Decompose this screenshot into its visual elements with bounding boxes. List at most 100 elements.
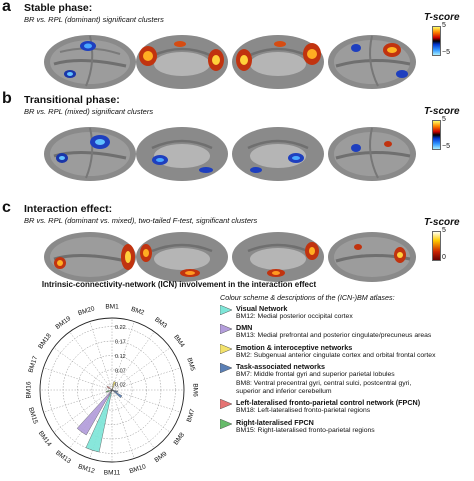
panel-subtitle: BR vs. RPL (mixed) significant clusters: [24, 107, 154, 116]
brain-right-medial: [232, 232, 324, 282]
panel-subtitle: BR vs. RPL (dominant) significant cluste…: [24, 15, 164, 24]
panel-letter: b: [2, 90, 12, 107]
radar-bar-bm12: [85, 389, 113, 453]
colorbar: [432, 26, 441, 56]
brain-views-row: [44, 35, 416, 89]
legend-swatch-triangle-icon: [219, 399, 233, 411]
legend-network-name: Emotion & interoceptive networks: [236, 342, 353, 352]
radar-category-bm17: BM17: [27, 355, 39, 374]
radar-category-bm5: BM5: [185, 357, 196, 372]
legend-description: BM15: Right-lateralised fronto-parietal …: [236, 426, 375, 434]
radar-spoke: [111, 389, 155, 449]
radar-category-bm16: BM16: [26, 381, 33, 398]
colorbar-max: 5: [442, 116, 446, 123]
radar-category-bm13: BM13: [54, 450, 72, 466]
brain-left-lateral: [44, 35, 136, 89]
radar-ring: [91, 369, 133, 411]
brain-views-row: [44, 232, 416, 282]
radar-spoke: [69, 331, 113, 391]
colorbar-min: 0: [442, 254, 446, 261]
panel-letter: c: [2, 199, 11, 216]
radar-category-bm1: BM1: [105, 304, 119, 311]
colorbar-max: 5: [442, 22, 446, 29]
colorbar: [432, 231, 441, 261]
radar-bars: [76, 381, 123, 453]
radar-tick-label: 0.02: [115, 383, 126, 389]
colorbar: [432, 120, 441, 150]
colorbar-min: −5: [442, 49, 450, 56]
brain-left-medial: [136, 232, 228, 282]
radar-ring: [105, 383, 119, 397]
colorbar-title: T-score: [424, 106, 460, 117]
panel-title: Transitional phase:: [24, 94, 120, 106]
panel-subtitle: BR vs. RPL (dominant vs. mixed), two-tai…: [24, 216, 258, 225]
legend-swatch-triangle-icon: [219, 324, 233, 336]
colorbar-max: 5: [442, 227, 446, 234]
brain-right-lateral: [328, 127, 416, 181]
legend-swatch-triangle-icon: [219, 343, 233, 356]
radar-category-bm8: BM8: [173, 431, 187, 446]
legend-description: BM12: Medial posterior occipital cortex: [236, 313, 353, 320]
brain-left-medial: [136, 35, 228, 89]
radar-spoke: [53, 389, 113, 433]
legend-description: superior and inferior cerebellum: [236, 388, 332, 396]
radar-bar-bm2: [111, 381, 116, 391]
legend-network-name: Task-associated networks: [236, 362, 325, 372]
radar-spoke: [111, 347, 171, 391]
brain-left-medial: [136, 127, 228, 181]
brain-right-lateral: [328, 35, 416, 89]
brain-right-lateral: [328, 232, 416, 282]
panel-title: Interaction effect:: [24, 203, 113, 215]
radar-category-bm20: BM20: [77, 305, 96, 317]
legend-description: BM18: Left-lateralised fronto-parietal r…: [236, 407, 371, 415]
panel-c: c Interaction effect: BR vs. RPL (domina…: [0, 199, 474, 289]
panel-title: Stable phase:: [24, 2, 93, 14]
radar-tick-label: 0.22: [115, 325, 126, 331]
radar-category-bm15: BM15: [27, 407, 39, 426]
radar-category-bm14: BM14: [37, 430, 53, 448]
radar-category-bm12: BM12: [77, 463, 96, 475]
legend-description: BM2: Subgenual anterior cingulate cortex…: [236, 351, 436, 359]
legend-description: BM13: Medial prefrontal and posterior ci…: [236, 332, 432, 340]
legend-description: BM7: Middle frontal gyri and superior pa…: [236, 371, 395, 379]
legend-network-name: Left-lateralised fronto-parietal control…: [236, 398, 421, 408]
radar-outer-ring: [39, 317, 185, 463]
brain-left-lateral: [44, 127, 136, 181]
panel-letter: a: [2, 0, 11, 15]
panel-a: a Stable phase: BR vs. RPL (dominant) si…: [0, 0, 474, 89]
icn-chart-title: Intrinsic-connectivity-network (ICN) inv…: [41, 280, 317, 289]
brain-left-lateral: [44, 232, 136, 282]
radar-tick-label: 0.17: [115, 340, 126, 346]
radar-tick-labels: 0.020.070.120.170.22: [115, 325, 126, 389]
radar-tick-label: 0.07: [115, 368, 126, 374]
radar-category-bm7: BM7: [186, 408, 197, 423]
brain-right-medial: [232, 127, 324, 181]
radar-bar-bm8: [111, 389, 123, 399]
radar-bar-bm13: [76, 389, 113, 436]
radar-category-bm4: BM4: [172, 334, 186, 349]
radar-category-bm19: BM19: [54, 315, 72, 331]
legend-swatch-triangle-icon: [219, 418, 233, 431]
legend-swatch-triangle-icon: [219, 304, 233, 317]
radar-bar-bm18: [106, 385, 113, 391]
radar-spoke: [111, 389, 135, 459]
radar-category-bm6: BM6: [191, 383, 198, 397]
radar-spoke: [53, 347, 113, 391]
legend-network-name: DMN: [236, 323, 253, 333]
radar-category-bm18: BM18: [37, 332, 53, 350]
radar-category-bm3: BM3: [153, 316, 168, 330]
legend-swatch-triangle-icon: [219, 362, 233, 375]
radar-ring: [77, 355, 147, 425]
brain-right-medial: [232, 35, 324, 89]
radar-category-bm11: BM11: [104, 470, 121, 477]
panel-b: b Transitional phase: BR vs. RPL (mixed)…: [0, 90, 474, 181]
radar-bar-bm15: [106, 389, 113, 393]
icn-legend: Colour scheme & descriptions of the (ICN…: [219, 293, 472, 435]
legend-network-name: Visual Network: [236, 304, 288, 313]
radar-category-bm9: BM9: [153, 450, 168, 464]
